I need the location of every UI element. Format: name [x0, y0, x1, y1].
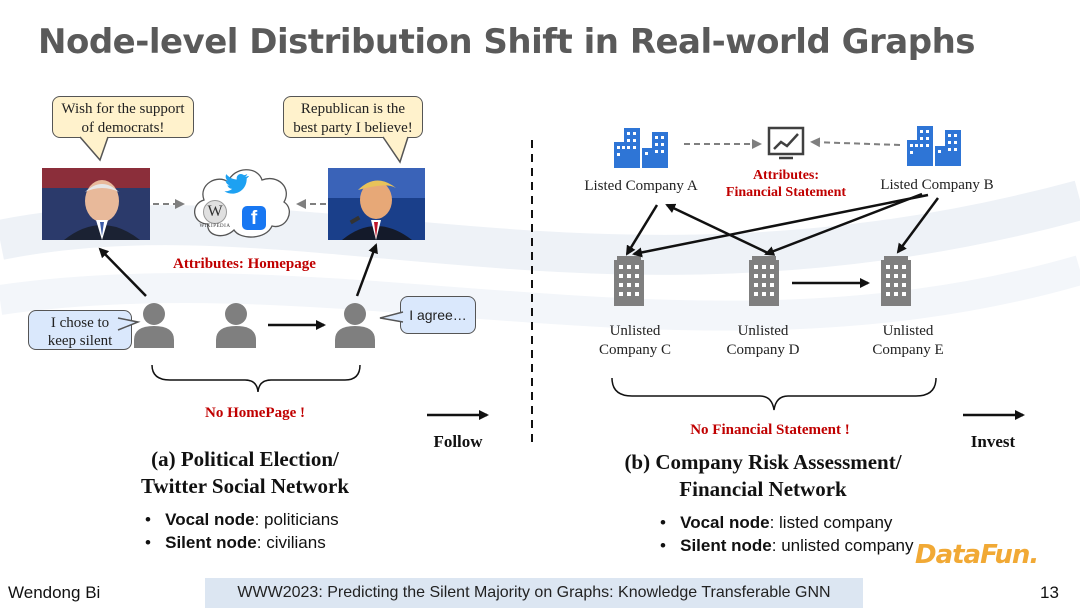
wikipedia-icon: W WIKIPEDIA — [199, 200, 231, 236]
caption-political-line1: (a) Political Election/ — [151, 447, 339, 471]
bullet-silent-civilians: • Silent node: civilians — [145, 533, 326, 552]
caption-political-line2: Twitter Social Network — [140, 474, 349, 498]
politician-photo-right — [328, 168, 425, 240]
facebook-icon: f — [242, 206, 266, 230]
caption-company-line2: Financial Network — [679, 477, 847, 501]
paper-title: WWW2023: Predicting the Silent Majority … — [237, 584, 831, 601]
unlisted-company-e-label: Unlisted Company E — [853, 322, 963, 360]
datafun-watermark: DataFun. — [915, 540, 1039, 570]
attributes-financial-line2: Financial Statement — [725, 185, 847, 200]
listed-company-a-label: Listed Company A — [584, 178, 698, 194]
caption-company: (b) Company Risk Assessment/ Financial N… — [598, 449, 928, 503]
follow-edge-label: Follow — [433, 432, 483, 451]
paper-title-bar: WWW2023: Predicting the Silent Majority … — [205, 578, 863, 608]
person-icon — [216, 303, 256, 348]
unlisted-company-e-line2: Company E — [872, 342, 944, 358]
author-name: Wendong Bi — [8, 583, 101, 602]
bullet-vocal-listed: • Vocal node: listed company — [660, 513, 893, 532]
unlisted-company-d-line1: Unlisted — [737, 323, 789, 339]
no-financial-statement-label: No Financial Statement ! — [690, 422, 850, 438]
attributes-financial-line1: Attributes: — [752, 168, 820, 183]
unlisted-company-e-line1: Unlisted — [882, 323, 934, 339]
slide-title: Node-level Distribution Shift in Real-wo… — [38, 22, 976, 62]
attributes-homepage-label: Attributes: Homepage — [173, 256, 316, 272]
bubble-republican-text: Republican is the best party I believe! — [293, 101, 413, 136]
unlisted-company-d-line2: Company D — [726, 342, 800, 358]
bubble-agree-text: I agree… — [409, 307, 467, 323]
building-icon — [614, 256, 644, 306]
unlisted-company-c-label: Unlisted Company C — [580, 322, 690, 360]
caption-company-line1: (b) Company Risk Assessment/ — [624, 450, 902, 474]
office-buildings-icon — [614, 128, 668, 168]
bubble-silent: I chose to keep silent — [28, 310, 132, 350]
building-icon — [749, 256, 779, 306]
bubble-silent-text: I chose to keep silent — [47, 315, 113, 349]
wikipedia-wordmark: WIKIPEDIA — [199, 224, 231, 229]
page-number: 13 — [1040, 583, 1059, 602]
attributes-financial-label: Attributes: Financial Statement — [712, 167, 860, 201]
left-bullets: • Vocal node: politicians • Silent node:… — [145, 508, 339, 554]
person-icon — [134, 303, 174, 348]
caption-political: (a) Political Election/ Twitter Social N… — [110, 446, 380, 500]
bubble-republican: Republican is the best party I believe! — [283, 96, 423, 138]
bubble-democrat-text: Wish for the support of democrats! — [61, 101, 185, 136]
bullet-vocal-politicians: • Vocal node: politicians — [145, 510, 339, 529]
listed-company-b-label: Listed Company B — [880, 177, 994, 193]
invest-edge-label: Invest — [970, 432, 1016, 451]
right-bullets: • Vocal node: listed company • Silent no… — [660, 511, 914, 557]
office-buildings-icon — [907, 126, 961, 166]
building-icon — [881, 256, 911, 306]
twitter-icon — [224, 173, 249, 194]
chart-icon — [767, 126, 805, 160]
bubble-agree: I agree… — [400, 296, 476, 334]
politician-photo-left — [42, 168, 150, 240]
unlisted-company-c-line2: Company C — [598, 342, 672, 358]
no-homepage-label: No HomePage ! — [205, 405, 305, 421]
bullet-silent-unlisted: • Silent node: unlisted company — [660, 536, 914, 555]
person-icon — [335, 303, 375, 348]
bubble-democrat: Wish for the support of democrats! — [52, 96, 194, 138]
unlisted-company-d-label: Unlisted Company D — [708, 322, 818, 360]
unlisted-company-c-line1: Unlisted — [609, 323, 661, 339]
